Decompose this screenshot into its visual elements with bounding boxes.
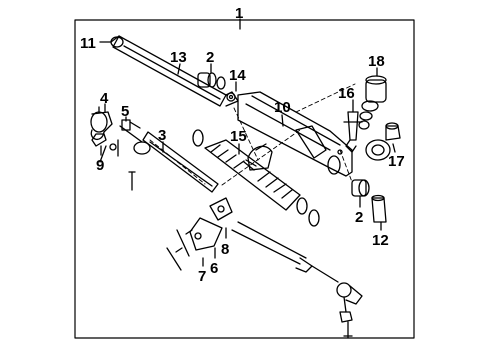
callout-5: 5 <box>121 103 129 120</box>
callout-18: 18 <box>368 53 385 70</box>
inner-tie-rod <box>112 35 239 107</box>
bushing-upper <box>197 72 226 90</box>
callout-7: 7 <box>198 268 206 285</box>
bolt-small-left <box>128 171 136 191</box>
nut-left <box>91 133 107 147</box>
adjuster-plug <box>365 122 401 161</box>
callout-14: 14 <box>229 67 246 84</box>
leader-10 <box>281 114 284 127</box>
tie-rod-end-right <box>336 282 363 339</box>
mounting-bolts <box>166 229 193 271</box>
seal-ring <box>226 92 236 102</box>
callout-16: 16 <box>338 85 355 102</box>
jam-nut <box>121 119 141 131</box>
mounting-bracket <box>209 197 233 221</box>
callout-6: 6 <box>210 260 218 277</box>
mounting-plate <box>189 217 223 251</box>
assembly-boundary <box>74 19 415 339</box>
valve-cover <box>358 75 387 130</box>
callout-13: 13 <box>170 49 187 66</box>
bushing-lower <box>351 179 370 197</box>
tie-rod-left <box>99 125 219 193</box>
leader-17 <box>392 143 396 153</box>
callout-15: 15 <box>230 128 247 145</box>
boot-clamp-right <box>296 197 320 227</box>
leader-13 <box>177 63 181 75</box>
callout-4: 4 <box>100 90 109 107</box>
callout-9: 9 <box>96 157 104 174</box>
sleeve <box>371 194 387 223</box>
callout-10: 10 <box>274 99 291 116</box>
callout-17: 17 <box>388 153 405 170</box>
callout-labels: 1 2 2 3 4 5 6 7 8 9 10 11 12 13 14 15 16… <box>80 5 405 285</box>
callout-3: 3 <box>158 127 166 144</box>
rack-boot <box>204 139 301 211</box>
callout-1: 1 <box>235 5 243 22</box>
boot-clamp-left <box>192 129 204 147</box>
callout-11: 11 <box>80 35 96 52</box>
callout-2b: 2 <box>355 209 363 226</box>
tie-rod-right <box>231 221 339 283</box>
steering-housing <box>237 91 353 177</box>
callout-2a: 2 <box>206 49 214 66</box>
center-lines <box>149 83 356 186</box>
pinion-shaft <box>337 111 363 155</box>
callout-8: 8 <box>221 241 229 258</box>
callout-12: 12 <box>372 232 389 249</box>
